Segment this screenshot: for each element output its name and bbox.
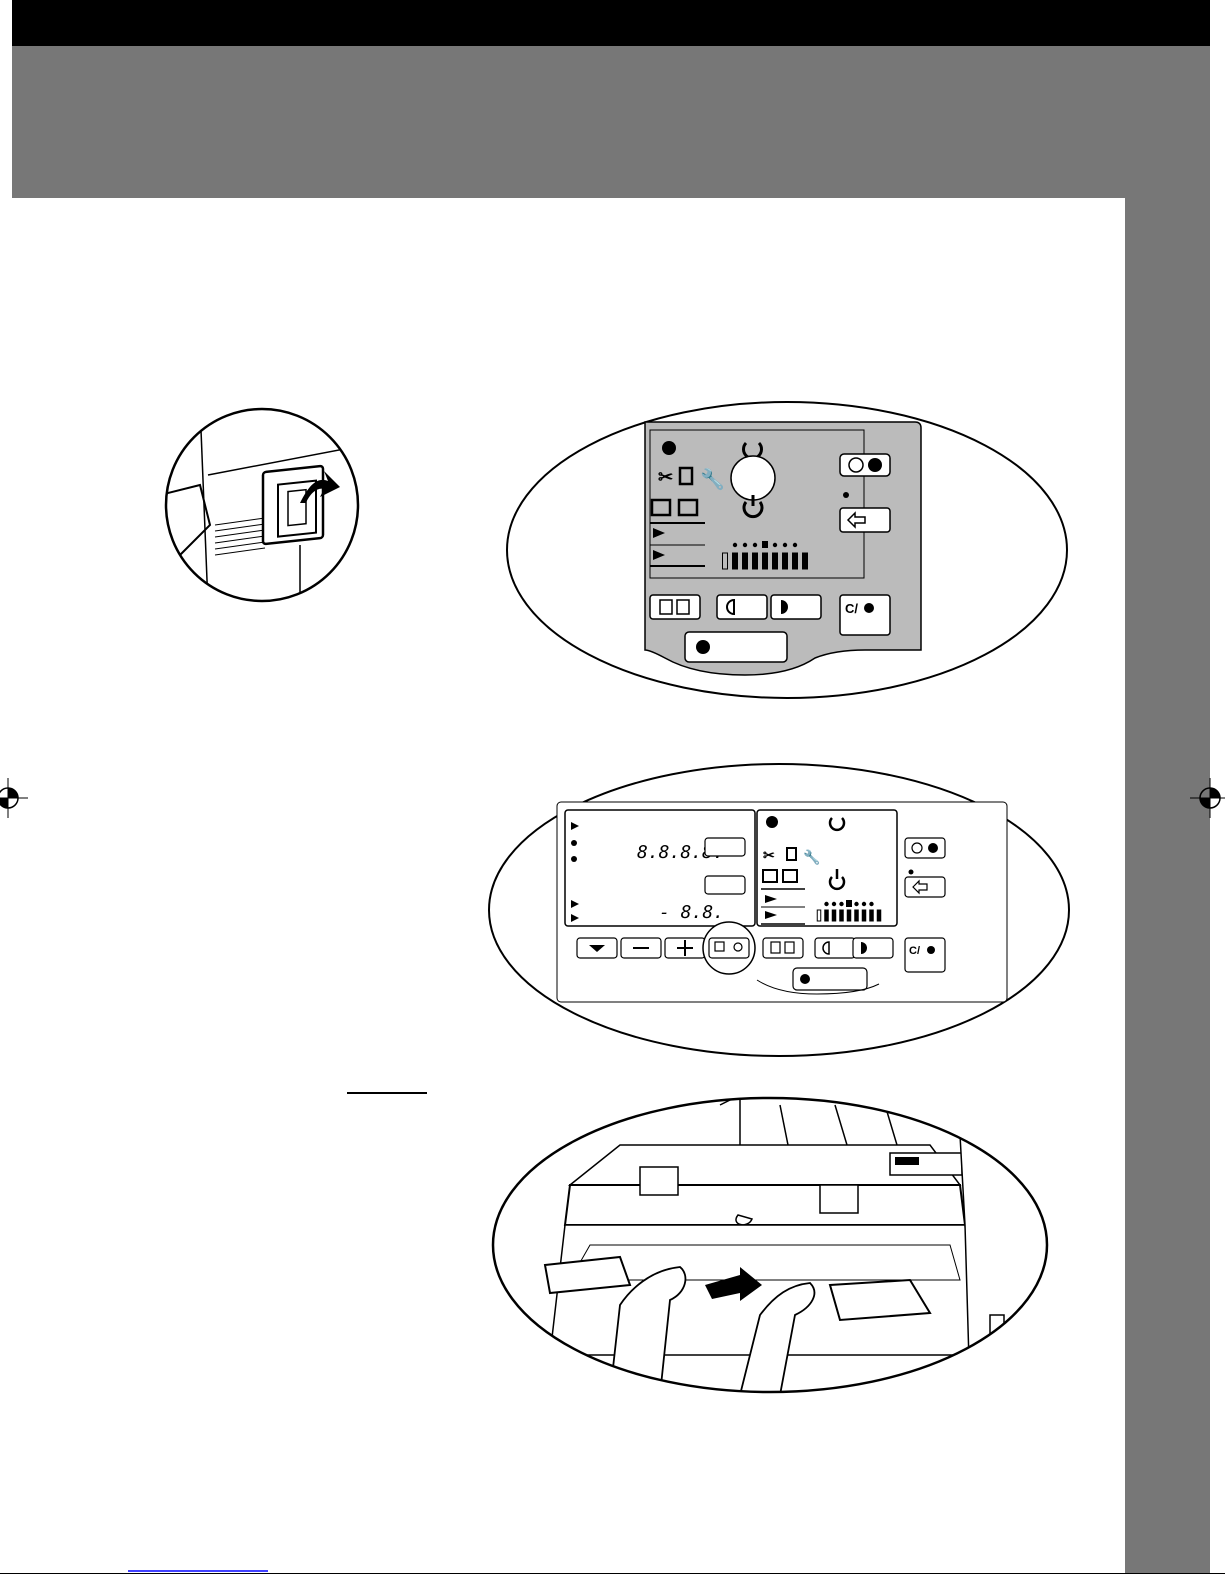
density-dot [793, 543, 797, 547]
crop-mark-icon [1188, 0, 1200, 12]
density-dot [762, 541, 768, 548]
density-bar [870, 910, 874, 921]
svg-text:🔧: 🔧 [803, 848, 820, 866]
density-dot [832, 902, 836, 906]
density-dot [824, 902, 828, 906]
density-dot [862, 902, 866, 906]
density-dot [733, 543, 737, 547]
density-bar [753, 553, 758, 569]
energy-saver-button [905, 838, 945, 858]
original-guide-left [640, 1167, 678, 1195]
operation-panel-wide-illustration: 8.8.8.8. - 8.8. ✂ 🔧 C/ [487, 762, 1072, 1060]
density-indicator [723, 541, 808, 569]
mode-button [763, 938, 803, 958]
density-bar [803, 553, 808, 569]
density-bar [825, 910, 829, 921]
operation-panel-illustration: ✂ 🔧 C/ [505, 400, 1070, 700]
darker-button [853, 938, 893, 958]
density-dot [839, 902, 843, 906]
density-bar [763, 553, 768, 569]
density-bar [877, 910, 881, 921]
density-bar [733, 553, 738, 569]
mode-button [650, 595, 700, 619]
density-dot [869, 902, 873, 906]
power-switch-illustration [160, 405, 365, 605]
chapter-side-tab [1125, 198, 1210, 1573]
density-dot [854, 902, 858, 906]
darker-button [771, 595, 821, 619]
svg-text:C/: C/ [845, 601, 858, 616]
energy-saver-button [840, 454, 890, 476]
copy-length-button [705, 876, 745, 894]
original-feed-illustration [490, 1095, 1050, 1395]
density-dot [783, 543, 787, 547]
density-bar [743, 553, 748, 569]
density-bar [855, 910, 859, 921]
density-bar [862, 910, 866, 921]
text-underline-mark [347, 1092, 427, 1094]
density-dot [773, 543, 777, 547]
crop-mark-icon [22, 0, 34, 12]
density-dot [846, 900, 852, 907]
misfeed-icon: ✂ [658, 467, 673, 487]
density-bar [773, 553, 778, 569]
density-bar [847, 910, 851, 921]
svg-text:✂: ✂ [763, 847, 775, 863]
density-dot [743, 543, 747, 547]
density-indicator [817, 900, 881, 921]
energy-saver-icon [662, 441, 676, 455]
density-bar [832, 910, 836, 921]
start-button [905, 877, 945, 897]
svg-text:C/: C/ [909, 945, 920, 957]
density-bar [793, 553, 798, 569]
registration-mark-icon [0, 778, 28, 818]
bottom-rule [0, 1573, 1225, 1574]
power-indicator-highlight [731, 456, 775, 500]
density-dot [753, 543, 757, 547]
registration-mark-icon [1190, 778, 1225, 818]
lighter-button [815, 938, 855, 958]
service-call-icon: 🔧 [700, 467, 725, 491]
density-bar [783, 553, 788, 569]
original-guide-right [820, 1185, 858, 1213]
lighter-button [717, 595, 767, 619]
density-bar [840, 910, 844, 921]
ratio-display: - 8.8. [659, 902, 724, 923]
chapter-header-band [12, 46, 1210, 198]
divider-button [705, 838, 745, 856]
page-top-bar [12, 0, 1210, 46]
footer-reference-link[interactable] [128, 1570, 268, 1572]
